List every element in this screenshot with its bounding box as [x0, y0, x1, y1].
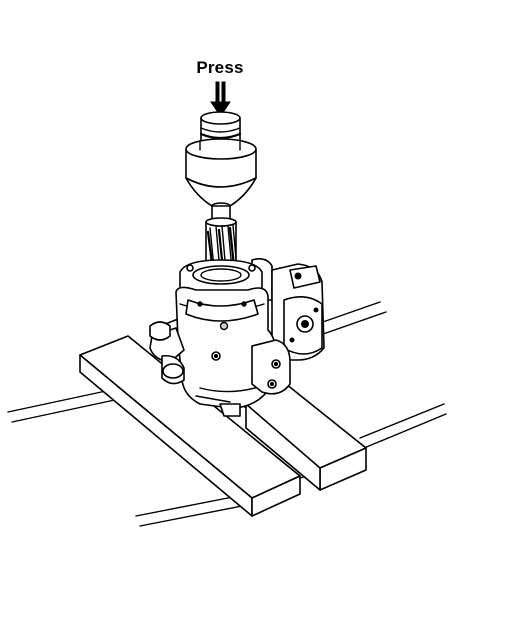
press-ram — [185, 111, 257, 210]
press-label: Press — [196, 58, 244, 77]
press-arrow-icon — [210, 81, 231, 117]
support-block-left — [79, 335, 301, 517]
gear-housing — [149, 258, 325, 417]
